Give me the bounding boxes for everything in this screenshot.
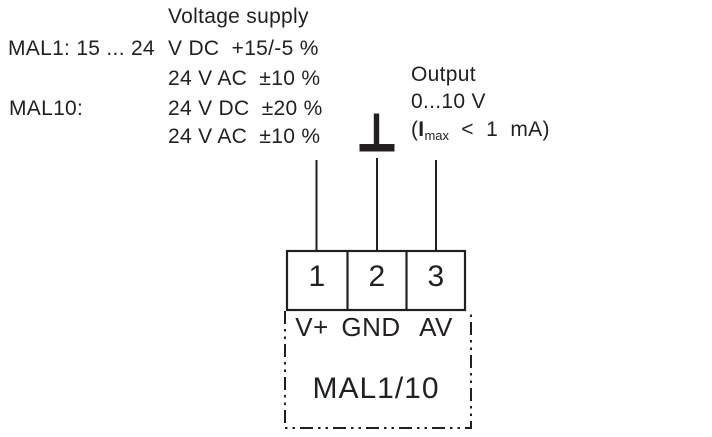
output-title: Output [411,63,476,86]
mal10-label: MAL10: [9,97,84,120]
terminal-number-3: 3 [427,260,445,293]
terminal-label-v-plus: V+ [295,312,329,342]
device-label: MAL1/10 [312,372,440,405]
terminal-label-av: AV [419,312,453,342]
mal1-label: MAL1: 15 ... 24 [8,37,155,60]
terminal-number-1: 1 [308,260,326,293]
current-subscript: max [424,128,449,143]
ground-icon [359,113,395,152]
mal10-ac-spec: 24 V AC ±10 % [168,125,321,148]
output-range: 0...10 V [411,90,486,113]
terminal-number-2: 2 [368,260,386,293]
terminal-label-gnd: GND [341,312,401,342]
terminal-block [285,249,467,312]
current-value: < 1 mA) [449,118,550,141]
current-open-paren: ( [411,118,419,141]
device-outline [284,311,472,429]
mal1-dc-spec: V DC +15/-5 % [168,37,319,60]
mal1-ac-spec: 24 V AC ±10 % [168,67,321,90]
output-current-limit: (Imax < 1 mA) [411,118,550,143]
current-symbol: I [418,118,425,141]
mal10-dc-spec: 24 V DC ±20 % [168,97,323,120]
voltage-supply-title: Voltage supply [168,5,309,28]
